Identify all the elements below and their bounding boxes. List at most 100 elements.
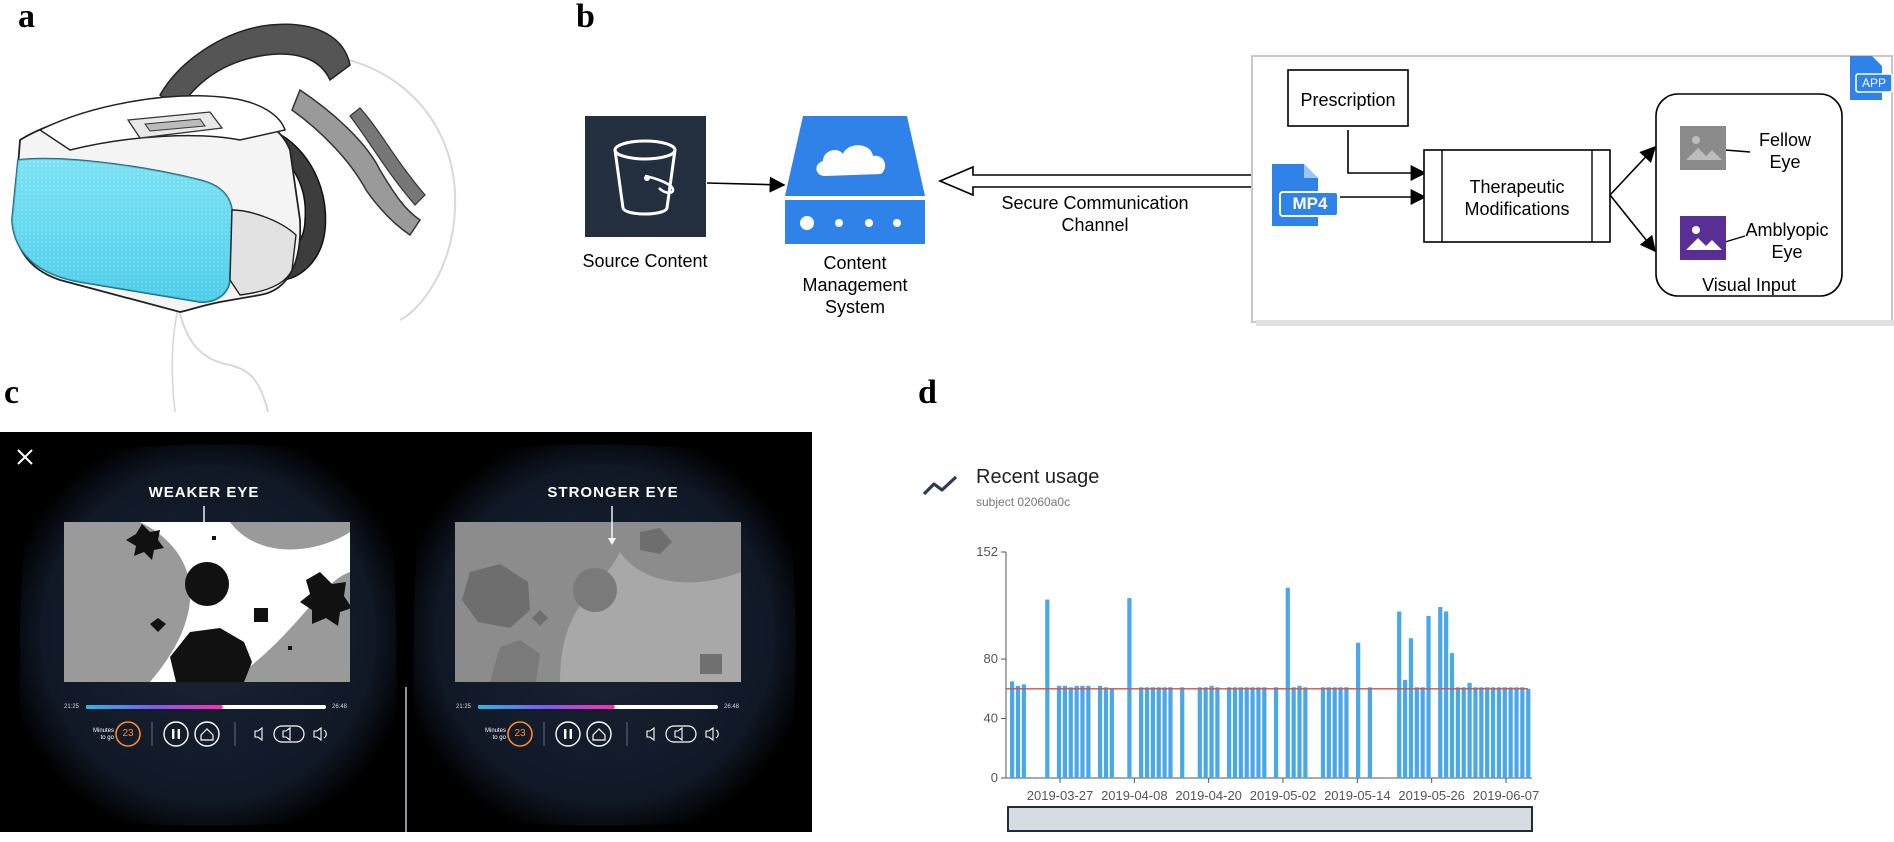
bar (1414, 687, 1419, 778)
amblyopic-eye-label: Amblyopic Eye (1745, 220, 1829, 262)
panel-label-d: d (918, 374, 937, 411)
bar (1297, 685, 1302, 778)
bar (1397, 611, 1402, 778)
bar (1473, 687, 1478, 778)
right-home-button[interactable] (587, 722, 611, 746)
bar (1238, 687, 1243, 778)
close-icon[interactable] (12, 444, 38, 470)
fellow-eye-label: Fellow Eye (1758, 130, 1811, 172)
weaker-eye-title: WEAKER EYE (148, 484, 260, 501)
bar (1150, 687, 1155, 778)
x-tick-label: 2019-06-07 (1473, 788, 1540, 803)
right-volume-down-icon[interactable] (644, 726, 658, 742)
x-tick-label: 2019-05-02 (1250, 788, 1317, 803)
left-volume-up-icon[interactable] (312, 726, 328, 742)
bar (1203, 687, 1208, 778)
bar (1015, 685, 1021, 778)
left-time-start: 21:25 (64, 704, 80, 710)
bar (1332, 687, 1337, 778)
therapeutic-modifications-label: Therapeutic Modifications (1464, 177, 1570, 219)
bar (1074, 685, 1079, 778)
bar (1526, 688, 1531, 778)
bar (1197, 687, 1202, 778)
bar (1449, 653, 1455, 778)
bar (1109, 688, 1114, 778)
bar (1338, 687, 1343, 778)
bar (1438, 607, 1443, 778)
bar (1461, 687, 1466, 778)
bar (1455, 687, 1460, 778)
bar (1344, 687, 1349, 778)
amblyopic-eye-image-icon (1680, 216, 1726, 260)
bar (1273, 687, 1279, 778)
right-volume-up-icon[interactable] (704, 726, 720, 742)
range-scrollbar[interactable] (1007, 806, 1533, 832)
y-tick-label: 40 (984, 711, 998, 726)
left-home-button[interactable] (195, 722, 219, 746)
bar (1408, 638, 1414, 778)
bar (1062, 685, 1068, 778)
right-pause-button[interactable] (556, 722, 580, 746)
bucket-icon (585, 116, 706, 237)
left-pause-button[interactable] (164, 722, 188, 746)
bar (1502, 687, 1507, 778)
bar (1127, 598, 1132, 778)
mp4-file-icon: MP4 (1270, 164, 1340, 228)
bar (1086, 685, 1091, 778)
bar (1080, 685, 1085, 778)
right-minutes-value: 23 (514, 728, 526, 739)
bar (1021, 684, 1026, 778)
bar (1496, 687, 1502, 778)
bar (1402, 679, 1408, 778)
bar (1490, 687, 1496, 778)
usage-subtitle: subject 02060a0c (976, 495, 1071, 509)
bar (1356, 642, 1361, 778)
bar (1285, 587, 1290, 778)
bar (1103, 687, 1109, 778)
left-volume-toggle[interactable] (274, 726, 304, 742)
left-minutes-value: 23 (122, 728, 134, 739)
panel-label-b: b (576, 0, 595, 35)
fellow-eye-image-icon (1680, 126, 1726, 170)
bar (1180, 687, 1185, 778)
y-tick-label: 152 (976, 544, 998, 559)
bar (1303, 687, 1308, 778)
bar (1097, 685, 1103, 778)
usage-title: Recent usage (976, 466, 1100, 488)
panel-label-c: c (4, 374, 20, 411)
bar (1232, 687, 1238, 778)
visual-input-label: Visual Input (1702, 275, 1796, 295)
right-time-start: 21:25 (456, 704, 472, 710)
app-file-icon: APP (1846, 56, 1894, 100)
bar (1010, 681, 1015, 778)
panel-label-a: a (18, 0, 35, 35)
stronger-eye-title: STRONGER EYE (547, 484, 679, 501)
right-volume-toggle[interactable] (666, 726, 696, 742)
right-progress-fill (478, 705, 615, 709)
bar (1209, 685, 1214, 778)
bar (1227, 687, 1232, 778)
cms-label: Content Management System (802, 253, 908, 317)
bar (1367, 687, 1372, 778)
bar (1444, 611, 1449, 778)
x-tick-label: 2019-04-08 (1101, 788, 1168, 803)
bar (1144, 687, 1150, 778)
right-time-end: 26:48 (724, 704, 740, 710)
left-volume-down-icon[interactable] (252, 726, 266, 742)
trend-icon (922, 475, 958, 496)
bar (1326, 687, 1331, 778)
bar (1508, 687, 1513, 778)
bar (1485, 687, 1490, 778)
vr-screen: WEAKER EYE STRONGER EYE 21:25 26:48 21:2… (0, 432, 812, 832)
bar (1244, 687, 1249, 778)
bar (1168, 687, 1173, 778)
bar (1291, 687, 1296, 778)
source-content-label: Source Content (582, 251, 708, 271)
left-time-end: 26:48 (332, 704, 348, 710)
bar (1262, 687, 1267, 778)
bar (1139, 687, 1144, 778)
bar (1068, 687, 1073, 778)
x-tick-label: 2019-05-26 (1398, 788, 1465, 803)
